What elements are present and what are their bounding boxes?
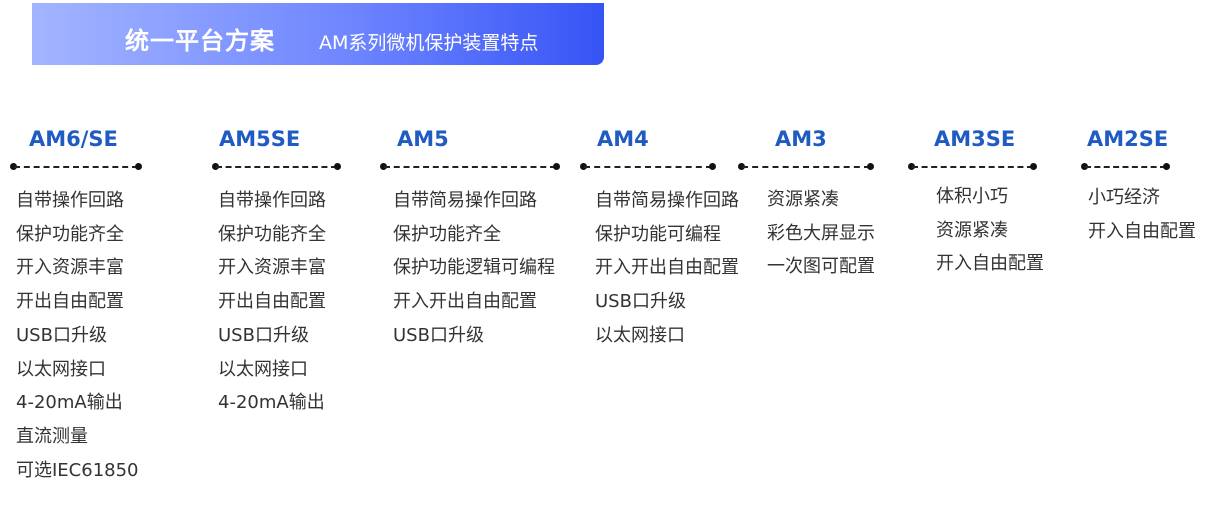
feature-item: 自带操作回路: [16, 190, 124, 211]
feature-item: USB口升级: [595, 291, 686, 313]
timeline-line: [1085, 166, 1166, 168]
banner-subtitle: AM系列微机保护装置特点: [319, 32, 539, 54]
feature-item: 开入资源丰富: [16, 257, 124, 279]
feature-item: 自带简易操作回路: [393, 190, 537, 211]
feature-item: 以太网接口: [595, 324, 685, 346]
feature-item: 开出自由配置: [16, 291, 124, 313]
feature-item: 以太网接口: [218, 358, 308, 380]
timeline-dot: [212, 163, 219, 170]
feature-item: 4-20mA输出: [218, 392, 325, 414]
timeline-line: [216, 166, 337, 168]
timeline-dot: [738, 163, 745, 170]
feature-list: 体积小巧 资源紧凑 开入自由配置: [936, 180, 1044, 281]
timeline-dot: [380, 163, 387, 170]
feature-list: 自带简易操作回路 保护功能齐全 保护功能逻辑可编程 开入开出自由配置 USB口升…: [393, 184, 555, 353]
feature-item: 开入资源丰富: [218, 257, 326, 279]
feature-item: 自带简易操作回路: [595, 190, 739, 211]
timeline-line: [584, 166, 712, 168]
feature-item: 开入开出自由配置: [595, 257, 739, 279]
feature-item: 直流测量: [16, 425, 88, 447]
feature-list: 自带操作回路 保护功能齐全 开入资源丰富 开出自由配置 USB口升级 以太网接口…: [218, 184, 326, 420]
model-name: AM5: [397, 127, 449, 151]
feature-item: 开入自由配置: [936, 253, 1044, 275]
timeline-dot: [135, 163, 142, 170]
timeline-dot: [580, 163, 587, 170]
feature-item: USB口升级: [393, 324, 484, 346]
feature-item: 开出自由配置: [218, 291, 326, 313]
timeline-dot: [709, 163, 716, 170]
feature-item: 资源紧凑: [936, 219, 1008, 241]
feature-item: 资源紧凑: [767, 189, 839, 210]
feature-list: 小巧经济 开入自由配置: [1088, 181, 1196, 248]
feature-item: 小巧经济: [1088, 187, 1160, 208]
feature-item: 一次图可配置: [767, 256, 875, 278]
timeline-dot: [10, 163, 17, 170]
feature-item: 保护功能齐全: [393, 223, 501, 245]
feature-item: USB口升级: [218, 324, 309, 346]
model-name: AM5SE: [219, 127, 301, 151]
model-name: AM3: [775, 127, 827, 151]
feature-list: 资源紧凑 彩色大屏显示 一次图可配置: [767, 183, 875, 284]
header-banner: 统一平台方案 AM系列微机保护装置特点: [32, 3, 604, 65]
timeline-line: [742, 166, 870, 168]
banner-title: 统一平台方案: [125, 27, 275, 55]
feature-item: 开入开出自由配置: [393, 291, 537, 313]
timeline-dot: [1081, 163, 1088, 170]
feature-list: 自带简易操作回路 保护功能可编程 开入开出自由配置 USB口升级 以太网接口: [595, 184, 739, 353]
feature-item: USB口升级: [16, 324, 107, 346]
timeline-line: [14, 166, 138, 168]
feature-item: 彩色大屏显示: [767, 222, 875, 244]
feature-item: 保护功能逻辑可编程: [393, 257, 555, 279]
timeline-line: [384, 166, 556, 168]
feature-item: 自带操作回路: [218, 190, 326, 211]
feature-item: 保护功能可编程: [595, 223, 721, 245]
model-name: AM3SE: [934, 127, 1016, 151]
feature-list: 自带操作回路 保护功能齐全 开入资源丰富 开出自由配置 USB口升级 以太网接口…: [16, 184, 139, 487]
timeline-dot: [334, 163, 341, 170]
model-name: AM4: [597, 127, 649, 151]
model-name: AM2SE: [1087, 127, 1169, 151]
timeline-dot: [553, 163, 560, 170]
timeline-dot: [1030, 163, 1037, 170]
model-name: AM6/SE: [29, 127, 118, 151]
feature-item: 开入自由配置: [1088, 220, 1196, 242]
timeline-dot: [908, 163, 915, 170]
timeline-dot: [1163, 163, 1170, 170]
timeline-line: [912, 166, 1033, 168]
feature-item: 体积小巧: [936, 186, 1008, 207]
feature-item: 以太网接口: [16, 358, 106, 380]
feature-item: 保护功能齐全: [16, 223, 124, 245]
timeline-dot: [867, 163, 874, 170]
feature-item: 可选IEC61850: [16, 459, 139, 481]
feature-item: 4-20mA输出: [16, 392, 123, 414]
feature-item: 保护功能齐全: [218, 223, 326, 245]
